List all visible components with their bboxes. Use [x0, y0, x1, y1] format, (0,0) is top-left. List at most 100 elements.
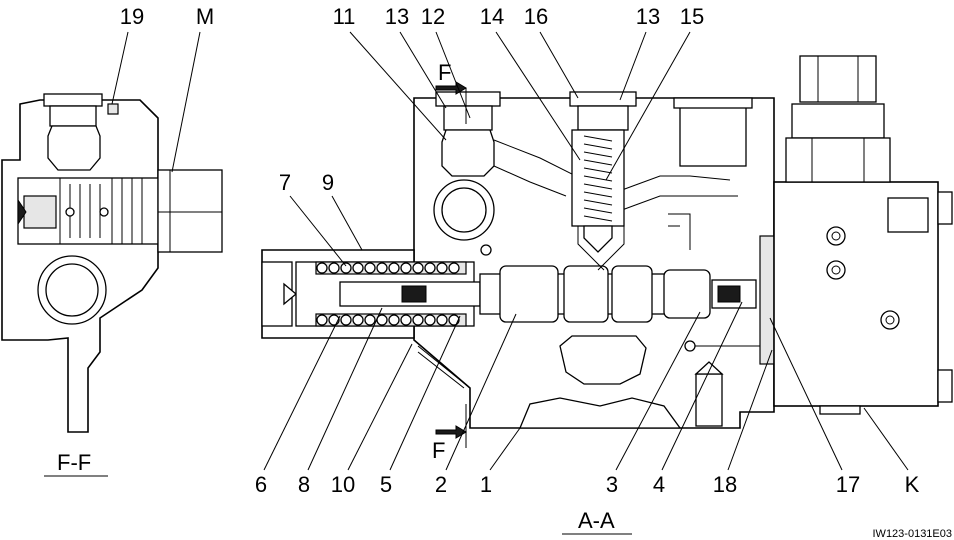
- callout-15-label: 15: [680, 4, 704, 29]
- section-mark-top: F: [438, 60, 451, 85]
- aa-spool-land-2: [563, 265, 609, 323]
- spring-coil: [400, 314, 412, 326]
- spring-coil: [412, 262, 424, 274]
- aa-relief-cap: [569, 91, 637, 107]
- aa-right-plug: [679, 105, 747, 167]
- leader-line-13: [399, 31, 447, 109]
- callout-9-label: 9: [322, 170, 334, 195]
- ff-fitting-m: [157, 169, 223, 253]
- aa-spool-land-4: [663, 269, 711, 319]
- leader-line-5: [389, 315, 461, 471]
- ff-lower-port-inner: [45, 263, 99, 317]
- aa-port-round-inner: [441, 187, 487, 233]
- aa-passage-right: [621, 175, 738, 211]
- ff-plug-cap: [43, 93, 103, 107]
- ff-spool-threads: [59, 178, 143, 244]
- leader-line-19: [111, 31, 129, 105]
- callout-2-label: 2: [435, 472, 447, 497]
- relief-spring-coil: [583, 151, 613, 158]
- callout-3-label: 3: [606, 472, 618, 497]
- callout-10-label: 10: [331, 472, 355, 497]
- spring-coil: [352, 314, 364, 326]
- leader-line-4: [661, 301, 743, 471]
- leader-line-3: [615, 311, 701, 471]
- callout-18-label: 18: [713, 472, 737, 497]
- aa-spring-coils: [316, 262, 460, 326]
- spring-coil: [328, 262, 340, 274]
- spring-coil: [424, 262, 436, 274]
- figure-code: IW123-0131E03: [873, 528, 953, 540]
- leader-line-12: [435, 31, 471, 119]
- spring-coil: [424, 314, 436, 326]
- view-title-aa: A-A: [578, 508, 615, 533]
- leader-line-10: [347, 343, 413, 471]
- ff-port-hole: [65, 207, 75, 217]
- callout-4-label: 4: [653, 472, 665, 497]
- ff-ball-tip: [17, 198, 27, 226]
- spring-coil: [388, 314, 400, 326]
- aa-relief-body: [577, 105, 629, 131]
- view-aa: [261, 55, 953, 429]
- ff-plug-body: [49, 105, 97, 127]
- relief-spring-coil: [583, 143, 613, 150]
- aa-relief-spring: [583, 135, 613, 222]
- callout-17-label: 17: [836, 472, 860, 497]
- aa-block-k-tab: [819, 405, 861, 415]
- aa-poppet-inner: [717, 285, 741, 303]
- spring-coil: [448, 314, 460, 326]
- spring-coil: [340, 314, 352, 326]
- aa-drain-tip: [694, 361, 724, 375]
- ff-port-hole-2: [99, 207, 109, 217]
- leader-line-17: [769, 317, 843, 471]
- callout-5-label: 5: [380, 472, 392, 497]
- relief-spring-coil: [583, 207, 613, 214]
- leader-line-13: [619, 31, 647, 101]
- aa-fitting-base: [785, 137, 891, 183]
- aa-small-hole: [480, 244, 492, 256]
- aa-hex-bolts: [826, 226, 900, 330]
- leader-line-8: [307, 307, 383, 471]
- aa-lower-cavity: [519, 397, 682, 429]
- aa-spool-land-3: [611, 265, 653, 323]
- ff-spool-core: [23, 195, 57, 229]
- aa-relief-stem: [577, 226, 625, 271]
- relief-spring-coil: [583, 215, 613, 222]
- section-cut-f: F F: [432, 60, 467, 463]
- aa-cap-tip: [283, 282, 298, 306]
- leader-lines: [111, 31, 909, 471]
- leader-line-6: [263, 315, 341, 471]
- aa-fitting-hex: [799, 55, 877, 103]
- aa-port-k-right: [937, 191, 953, 225]
- relief-spring-coil: [583, 135, 613, 142]
- relief-spring-coil: [583, 199, 613, 206]
- spring-coil: [316, 262, 328, 274]
- leader-line-14: [495, 31, 581, 161]
- leader-line-k: [863, 407, 909, 471]
- spring-coil: [412, 314, 424, 326]
- spring-coil: [364, 314, 376, 326]
- aa-check-11: [441, 129, 495, 177]
- aa-drain-plug: [695, 373, 723, 427]
- aa-spool-land-1: [499, 265, 559, 323]
- spring-coil: [436, 314, 448, 326]
- callout-14-label: 14: [480, 4, 504, 29]
- spring-coil: [352, 262, 364, 274]
- callout-16-label: 16: [524, 4, 548, 29]
- callout-11-label: 11: [333, 4, 356, 29]
- callout-13-label: 13: [385, 4, 409, 29]
- spring-coil: [376, 262, 388, 274]
- spring-coil: [448, 262, 460, 274]
- callout-1-label: 1: [480, 472, 492, 497]
- spring-coil: [340, 262, 352, 274]
- leader-line-2: [445, 313, 517, 471]
- callout-19-label: 19: [120, 4, 144, 29]
- view-ff: [1, 93, 223, 433]
- section-mark-bottom: F: [432, 438, 445, 463]
- callout-k-label: K: [905, 472, 920, 497]
- aa-pin-18: [684, 340, 696, 352]
- aa-plate-17: [759, 235, 775, 365]
- relief-spring-coil: [583, 191, 613, 198]
- leader-line-18: [727, 349, 773, 471]
- aa-bracket: [668, 213, 691, 250]
- aa-slope: [417, 345, 471, 389]
